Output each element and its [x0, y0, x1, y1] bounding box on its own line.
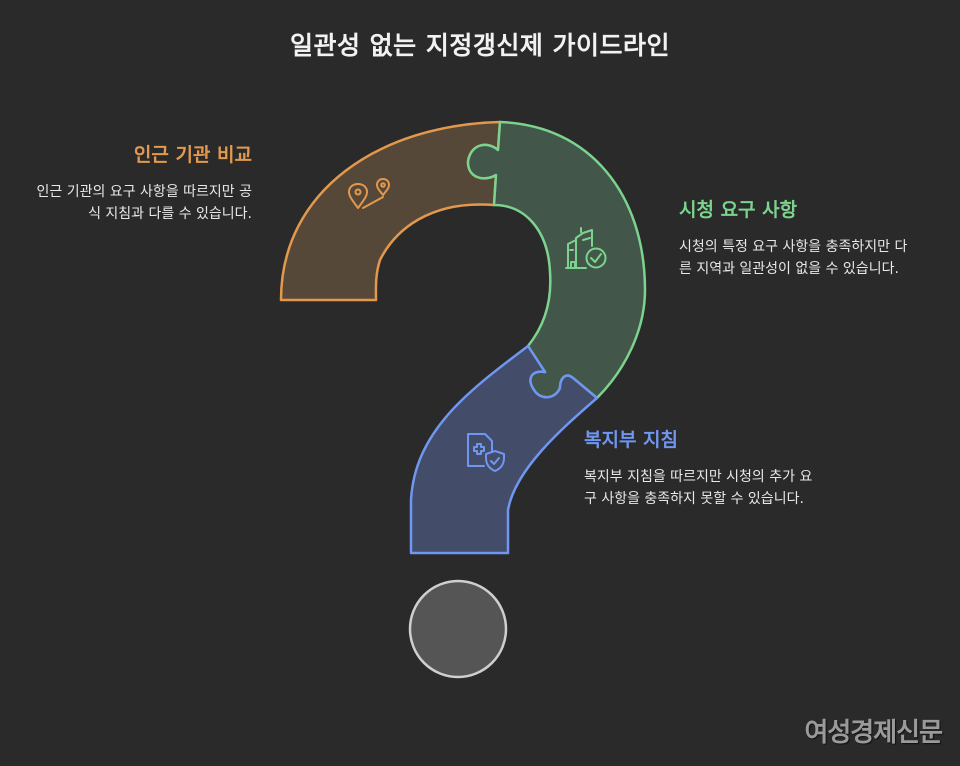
- text-block-city: 시청 요구 사항 시청의 특정 요구 사항을 충족하지만 다른 지역과 일관성이…: [679, 195, 909, 280]
- segment-nearby: [279, 120, 502, 302]
- description-ministry: 복지부 지침을 따르지만 시청의 추가 요구 사항을 충족하지 못할 수 있습니…: [584, 469, 813, 507]
- description-nearby: 인근 기관의 요구 사항을 따르지만 공식 지침과 다를 수 있습니다.: [36, 184, 252, 222]
- description-city: 시청의 특정 요구 사항을 충족하지만 다른 지역과 일관성이 없을 수 있습니…: [679, 239, 908, 277]
- page-title: 일관성 없는 지정갱신제 가이드라인: [289, 31, 671, 60]
- heading-city: 시청 요구 사항: [679, 199, 798, 221]
- text-block-nearby: 인근 기관 비교 인근 기관의 요구 사항을 따르지만 공식 지침과 다를 수 …: [30, 140, 252, 225]
- text-block-ministry: 복지부 지침 복지부 지침을 따르지만 시청의 추가 요구 사항을 충족하지 못…: [584, 425, 814, 510]
- question-dot: [408, 579, 508, 679]
- segment-city: [466, 120, 647, 400]
- watermark: 여성경제신문: [804, 718, 943, 748]
- map-route-pins-icon: [348, 178, 390, 209]
- heading-nearby: 인근 기관 비교: [133, 144, 252, 166]
- building-check-icon: [565, 227, 607, 269]
- heading-ministry: 복지부 지침: [584, 429, 679, 451]
- segment-ministry: [409, 344, 599, 555]
- medical-document-shield-icon: [467, 433, 505, 472]
